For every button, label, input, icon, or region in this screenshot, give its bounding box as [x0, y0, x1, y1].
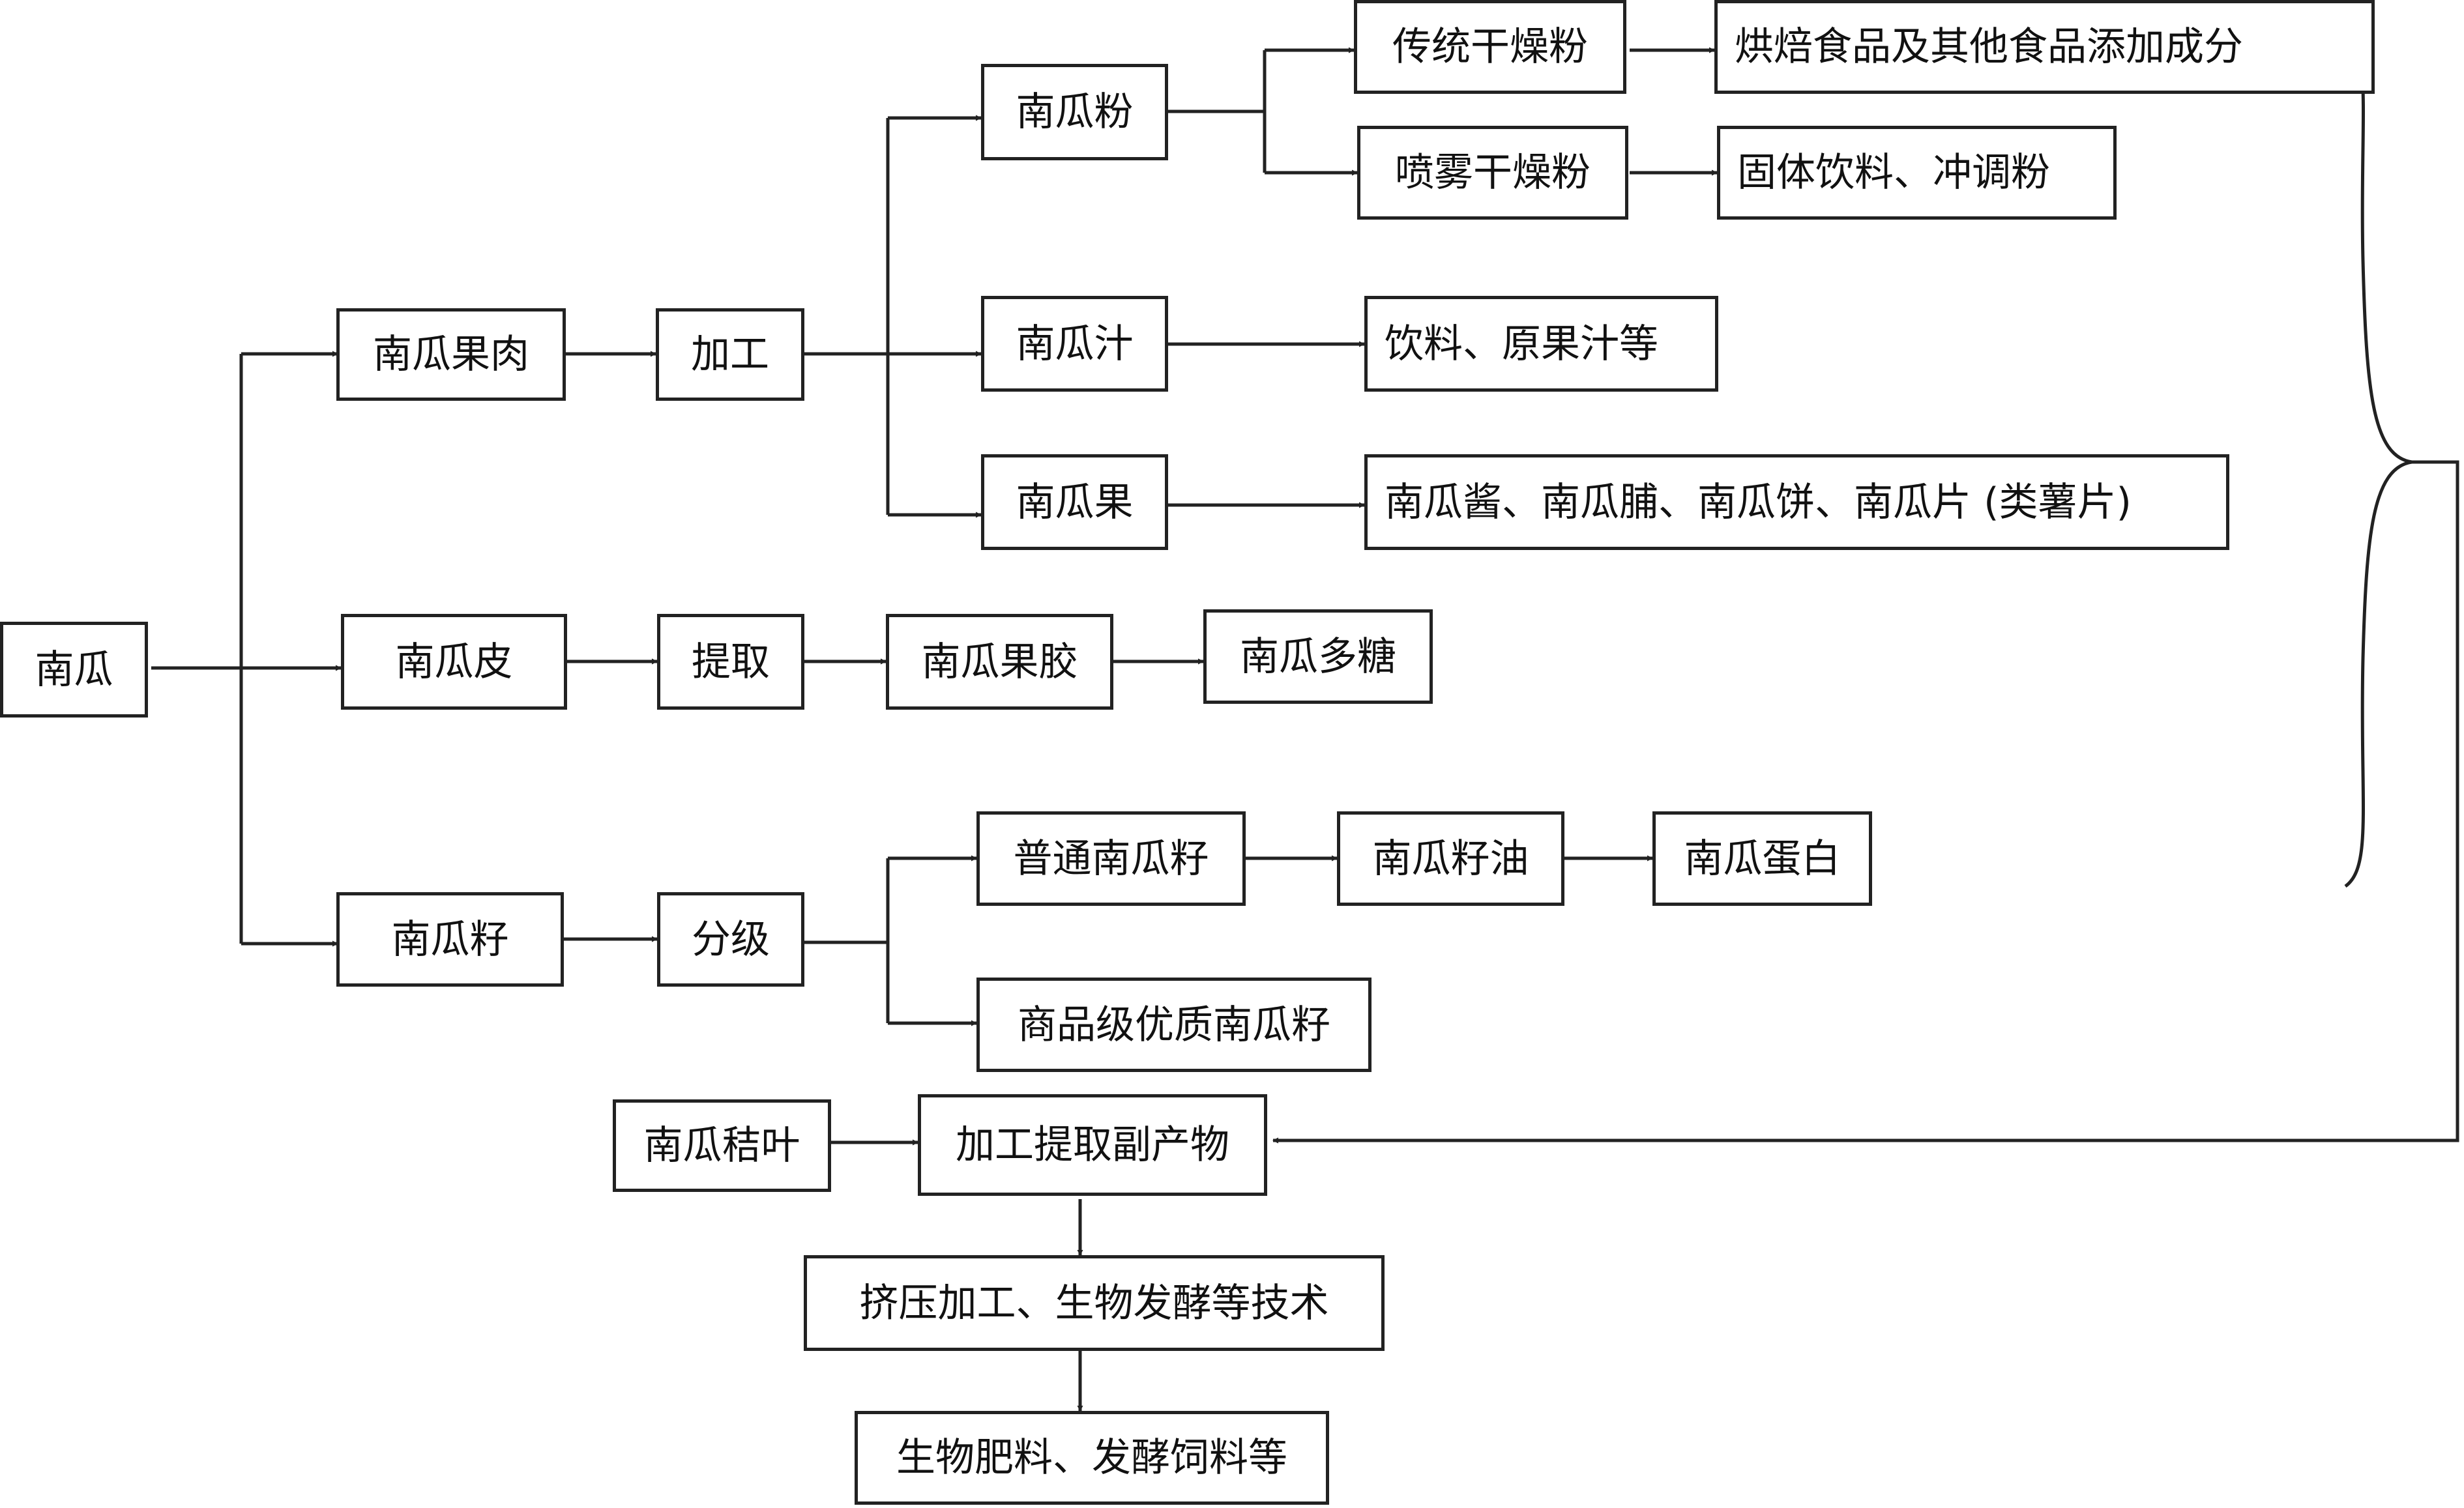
- node-processing-technology: 挤压加工、生物发酵等技术: [804, 1255, 1385, 1351]
- node-premium-pumpkin-seed: 商品级优质南瓜籽: [976, 978, 1371, 1072]
- node-flesh-processing: 加工: [656, 308, 804, 401]
- node-pumpkin-peel: 南瓜皮: [341, 614, 567, 710]
- node-pumpkin-powder: 南瓜粉: [981, 64, 1168, 160]
- node-pumpkin-polysaccharide: 南瓜多糖: [1203, 609, 1433, 704]
- node-pumpkin-seed: 南瓜籽: [336, 892, 564, 987]
- node-fruit-products-use: 南瓜酱、南瓜脯、南瓜饼、南瓜片 (类薯片): [1364, 454, 2229, 550]
- node-byproduct-extraction: 加工提取副产物: [918, 1094, 1267, 1196]
- node-pumpkin-stem-leaf: 南瓜秸叶: [613, 1099, 831, 1192]
- node-pumpkin-fruit: 南瓜果: [981, 454, 1168, 550]
- connector-brace-return: [1272, 460, 2459, 1144]
- node-juice-use: 饮料、原果汁等: [1364, 296, 1718, 392]
- node-pumpkin-flesh: 南瓜果肉: [336, 308, 566, 401]
- node-pumpkin-protein: 南瓜蛋白: [1652, 811, 1872, 906]
- node-solid-drink-use: 固体饮料、冲调粉: [1717, 126, 2117, 220]
- node-bio-fertilizer-feed: 生物肥料、发酵饲料等: [855, 1411, 1329, 1505]
- node-pumpkin-pectin: 南瓜果胶: [886, 614, 1113, 710]
- node-pumpkin-seed-oil: 南瓜籽油: [1337, 811, 1564, 906]
- node-pumpkin-juice: 南瓜汁: [981, 296, 1168, 392]
- node-spray-dried-powder: 喷雾干燥粉: [1357, 126, 1628, 220]
- node-traditional-dried-powder: 传统干燥粉: [1354, 0, 1626, 94]
- node-peel-extraction: 提取: [657, 614, 804, 710]
- node-common-pumpkin-seed: 普通南瓜籽: [976, 811, 1246, 906]
- node-seed-grading: 分级: [657, 892, 804, 987]
- right-brace: [2344, 27, 2413, 888]
- node-bakery-additive-use: 烘焙食品及其他食品添加成分: [1714, 0, 2375, 94]
- node-pumpkin: 南瓜: [0, 622, 148, 718]
